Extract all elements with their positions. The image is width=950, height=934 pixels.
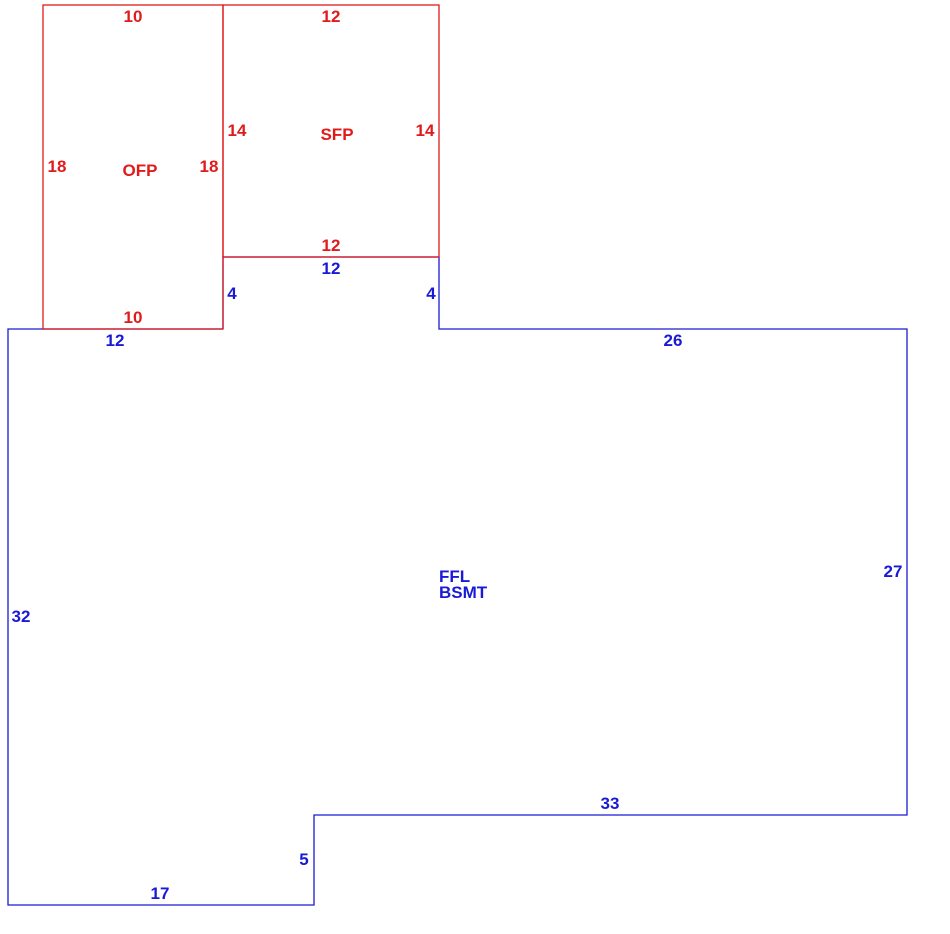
- main-bottom-dim: 17: [151, 884, 170, 903]
- main-notch-right-dim: 4: [426, 284, 436, 303]
- sfp-right-dim: 14: [416, 121, 435, 140]
- main-area-label-line1: FFL: [439, 567, 470, 586]
- main-left-dim: 32: [12, 607, 31, 626]
- main-right-dim: 27: [884, 562, 903, 581]
- main-bottom-step-dim: 33: [601, 794, 620, 813]
- sfp-top-dim: 12: [322, 7, 341, 26]
- main-step-dim: 5: [299, 850, 308, 869]
- sfp-outline: [222, 4, 440, 258]
- ofp-area-label: OFP: [123, 161, 158, 180]
- sfp-bottom-dim: 12: [322, 236, 341, 255]
- main-notch-top-dim: 12: [322, 259, 341, 278]
- sfp-left-dim: 14: [228, 121, 247, 140]
- main-notch-left-dim: 4: [227, 284, 237, 303]
- ofp-left-dim: 18: [48, 157, 67, 176]
- ofp-bottom-dim: 10: [124, 308, 143, 327]
- ofp-top-dim: 10: [124, 7, 143, 26]
- sfp-area-label: SFP: [320, 125, 353, 144]
- ofp-right-dim: 18: [200, 157, 219, 176]
- main-top-right-dim: 26: [664, 331, 683, 350]
- main-top-left-dim: 12: [106, 331, 125, 350]
- main-area-label-line2: BSMT: [439, 583, 488, 602]
